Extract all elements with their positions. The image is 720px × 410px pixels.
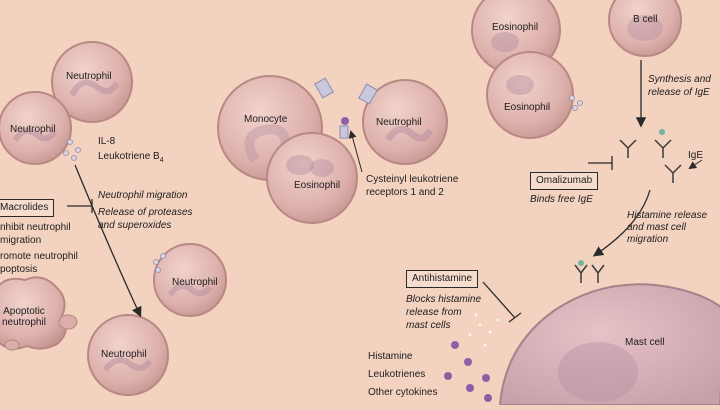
histamine-label: Histamine <box>368 351 413 362</box>
omalizumab-box: Omalizumab <box>530 172 599 190</box>
macrolides-effect-2: romote neutrophil <box>0 251 78 262</box>
neutrophil-cell-left <box>0 91 72 165</box>
receptor-shape <box>339 125 349 139</box>
eosinophil-cell-lower <box>486 51 574 139</box>
neutrophil-cell-top <box>51 41 133 123</box>
synthesis-label-2: release of IgE <box>648 87 710 98</box>
arrow-histamine-release <box>592 189 651 257</box>
granules-il8 <box>63 139 81 161</box>
apoptotic-neutrophil-cell <box>0 276 78 351</box>
arrow-ige-label <box>688 159 703 170</box>
receptor-shape <box>314 77 334 99</box>
eosinophil-label-top: Eosinophil <box>492 22 539 33</box>
eosinophil-cell-center <box>266 132 358 224</box>
histamine-release-label-2: and mast cell <box>627 222 686 233</box>
ige-antigen <box>578 260 584 266</box>
blocks-label-2: release from <box>406 307 462 318</box>
blocks-label-1: Blocks histamine <box>406 294 482 305</box>
ige-antigen <box>659 129 665 135</box>
ige-label: IgE <box>688 150 704 161</box>
granules-mast-release <box>444 341 492 402</box>
neutrophil-label-mid: Neutrophil <box>172 277 218 288</box>
histamine-release-label-3: migration <box>627 234 669 245</box>
arrow-receptors <box>348 130 363 173</box>
il8-label: IL-8 <box>98 136 116 147</box>
b-cell <box>608 0 682 57</box>
macrolides-box: Macrolides <box>0 199 55 217</box>
inhibit-antihistamine <box>482 281 522 323</box>
macrolides-effect-1b: migration <box>0 235 42 246</box>
ige-molecules <box>574 139 682 283</box>
macrolides-effect-2b: poptosis <box>0 264 38 275</box>
synthesis-label-1: Synthesis and <box>648 74 711 85</box>
release-proteases-label: Release of proteases <box>98 207 193 218</box>
cysteinyl-label-1: Cysteinyl leukotriene <box>366 174 459 185</box>
apoptotic-neutrophil-label: Apoptotic neutrophil <box>2 306 46 328</box>
leukotrienes-label: Leukotrienes <box>368 369 426 380</box>
eosinophil-label-center: Eosinophil <box>294 180 341 191</box>
neutrophil-label-bottom: Neutrophil <box>101 349 147 360</box>
neutrophil-cell-mid <box>153 243 227 317</box>
monocyte-label: Monocyte <box>244 114 288 125</box>
inhibit-omalizumab <box>588 156 613 170</box>
neutrophil-label-left: Neutrophil <box>10 124 56 135</box>
neutrophil-migration-label: Neutrophil migration <box>98 190 188 201</box>
leukotriene-b4-label: Leukotriene B4 <box>98 151 164 164</box>
eosinophil-label-lower: Eosinophil <box>504 102 551 113</box>
mast-cell-label: Mast cell <box>625 337 665 348</box>
mast-cell <box>498 283 720 406</box>
neutrophil-label-top: Neutrophil <box>66 71 112 82</box>
inhibit-macrolides <box>67 199 93 213</box>
macrolides-effect-1: nhibit neutrophil <box>0 222 71 233</box>
histamine-release-label-1: Histamine release <box>627 210 708 221</box>
neutrophil-cell-center <box>362 79 448 165</box>
cysteinyl-label-2: receptors 1 and 2 <box>366 187 444 198</box>
antihistamine-box: Antihistamine <box>406 270 479 288</box>
neutrophil-label-center: Neutrophil <box>376 117 422 128</box>
b-cell-label: B cell <box>633 14 658 25</box>
other-cytokines-label: Other cytokines <box>368 387 438 398</box>
blocks-label-3: mast cells <box>406 320 451 331</box>
receptor-shape <box>358 83 378 105</box>
leukotriene-granule <box>341 117 349 125</box>
granules-proteases <box>153 253 166 273</box>
granules-eosinophil <box>569 95 583 111</box>
neutrophil-cell-bottom <box>87 314 169 396</box>
arrow-neutrophil-migration <box>74 164 142 318</box>
and-superoxides-label: and superoxides <box>98 220 172 231</box>
binds-free-ige-label: Binds free IgE <box>530 194 593 205</box>
granules-histamine-dots <box>468 313 500 347</box>
